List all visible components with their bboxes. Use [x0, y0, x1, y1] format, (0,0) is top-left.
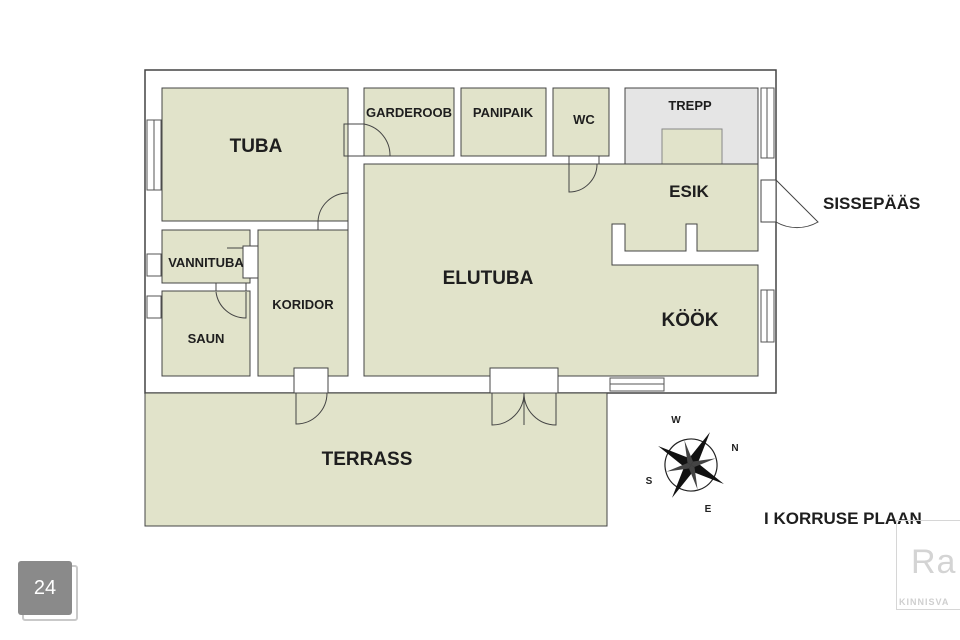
- label-saun: SAUN: [188, 331, 225, 346]
- watermark-text: Ra: [911, 543, 957, 581]
- room-panipaik: [460, 87, 547, 157]
- label-elutuba: ELUTUBA: [443, 268, 534, 289]
- label-sissepaas: SISSEPÄÄS: [823, 194, 920, 213]
- label-wc: WC: [573, 112, 595, 127]
- compass-w: W: [671, 415, 681, 426]
- compass-rose-icon: [658, 432, 724, 498]
- label-koridor: KORIDOR: [272, 297, 334, 312]
- label-terrass: TERRASS: [322, 449, 413, 470]
- floor-title: I KORRUSE PLAAN: [764, 509, 922, 528]
- room-tuba: [161, 87, 349, 222]
- compass-n: N: [731, 443, 738, 454]
- badge-background: [18, 561, 72, 615]
- label-kook: KÖÖK: [662, 310, 719, 331]
- room-koridor: [257, 229, 349, 377]
- room-wc: [552, 87, 610, 157]
- label-garderoob: GARDEROOB: [366, 105, 452, 120]
- room-elutuba-kook-esik: [363, 163, 759, 377]
- page-number-badge: 24: [18, 561, 78, 621]
- page-number: 24: [33, 577, 57, 599]
- label-vannituba: VANNITUBA: [168, 255, 244, 270]
- compass-s: S: [646, 476, 653, 487]
- stair-landing: [661, 128, 723, 165]
- label-tuba: TUBA: [230, 136, 283, 157]
- agency-logo-watermark: Ra KINNISVA: [896, 520, 960, 610]
- room-vannituba: [161, 229, 251, 284]
- watermark-subtext: KINNISVA: [899, 597, 950, 607]
- windows: [146, 87, 775, 392]
- compass-e: E: [705, 504, 712, 515]
- doors: [215, 123, 819, 426]
- room-garderoob: [363, 87, 455, 157]
- label-panipaik: PANIPAIK: [473, 105, 534, 120]
- room-terrass: [144, 392, 608, 527]
- room-saun: [161, 290, 251, 377]
- label-esik: ESIK: [669, 182, 709, 201]
- label-trepp: TREPP: [668, 98, 712, 113]
